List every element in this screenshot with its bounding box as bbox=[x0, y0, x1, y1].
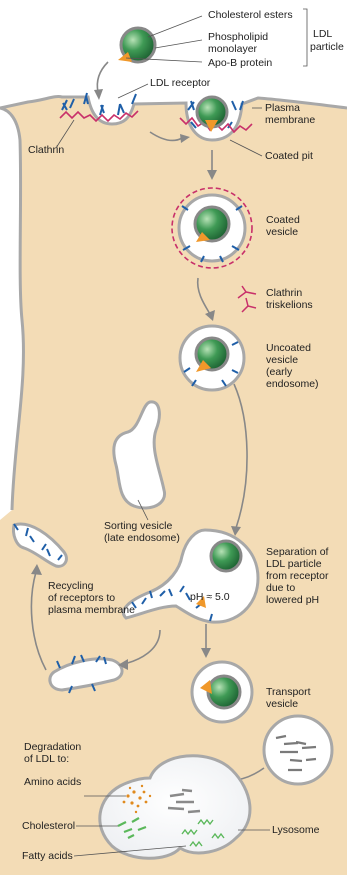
label-ph: pH ≈ 5.0 bbox=[190, 591, 230, 603]
label-membrane: membrane bbox=[265, 114, 315, 126]
label-coated-pit: Coated pit bbox=[265, 150, 313, 162]
label-ldl-receptor: LDL receptor bbox=[150, 77, 210, 89]
label-apo-b-protein: Apo-B protein bbox=[208, 57, 272, 69]
label-recycling-1: Recycling bbox=[48, 580, 94, 592]
label-late-endosome: (late endosome) bbox=[104, 532, 180, 544]
transport-vesicle bbox=[192, 662, 252, 722]
ldl-particle-free bbox=[118, 28, 155, 62]
uncoated-vesicle bbox=[180, 326, 244, 390]
label-coated: Coated bbox=[266, 214, 300, 226]
label-lysosome: Lysosome bbox=[272, 824, 319, 836]
label-amino-acids: Amino acids bbox=[24, 776, 81, 788]
label-triskelions: triskelions bbox=[266, 299, 313, 311]
label-separation-5: lowered pH bbox=[266, 594, 319, 606]
label-ldl: LDL bbox=[313, 28, 332, 40]
label-degradation: Degradation bbox=[24, 741, 81, 753]
primary-lysosome bbox=[264, 716, 332, 784]
label-separation-4: due to bbox=[266, 582, 295, 594]
label-early: (early bbox=[266, 366, 292, 378]
label-separation-2: LDL particle bbox=[266, 558, 322, 570]
label-fatty-acids: Fatty acids bbox=[22, 850, 73, 862]
label-particle: particle bbox=[310, 41, 344, 53]
label-sorting-vesicle: Sorting vesicle bbox=[104, 520, 172, 532]
label-separation-1: Separation of bbox=[266, 546, 328, 558]
label-recycling-3: plasma membrane bbox=[48, 604, 135, 616]
label-cholesterol-esters: Cholesterol esters bbox=[208, 9, 293, 21]
label-separation-3: from receptor bbox=[266, 570, 328, 582]
label-clathrin-2: Clathrin bbox=[266, 287, 302, 299]
label-monolayer: monolayer bbox=[208, 43, 257, 55]
label-cholesterol: Cholesterol bbox=[22, 820, 75, 832]
label-of-ldl-to: of LDL to: bbox=[24, 753, 69, 765]
label-clathrin: Clathrin bbox=[28, 144, 64, 156]
label-transport: Transport bbox=[266, 686, 311, 698]
label-uncoated: Uncoated bbox=[266, 342, 311, 354]
label-vesicle: vesicle bbox=[266, 226, 298, 238]
label-transport-vesicle: vesicle bbox=[266, 698, 298, 710]
label-uncoated-vesicle: vesicle bbox=[266, 354, 298, 366]
entry-arrow bbox=[97, 62, 108, 92]
label-plasma: Plasma bbox=[265, 102, 300, 114]
label-endosome: endosome) bbox=[266, 378, 319, 390]
label-recycling-2: of receptors to bbox=[48, 592, 115, 604]
label-phospholipid: Phospholipid bbox=[208, 31, 268, 43]
